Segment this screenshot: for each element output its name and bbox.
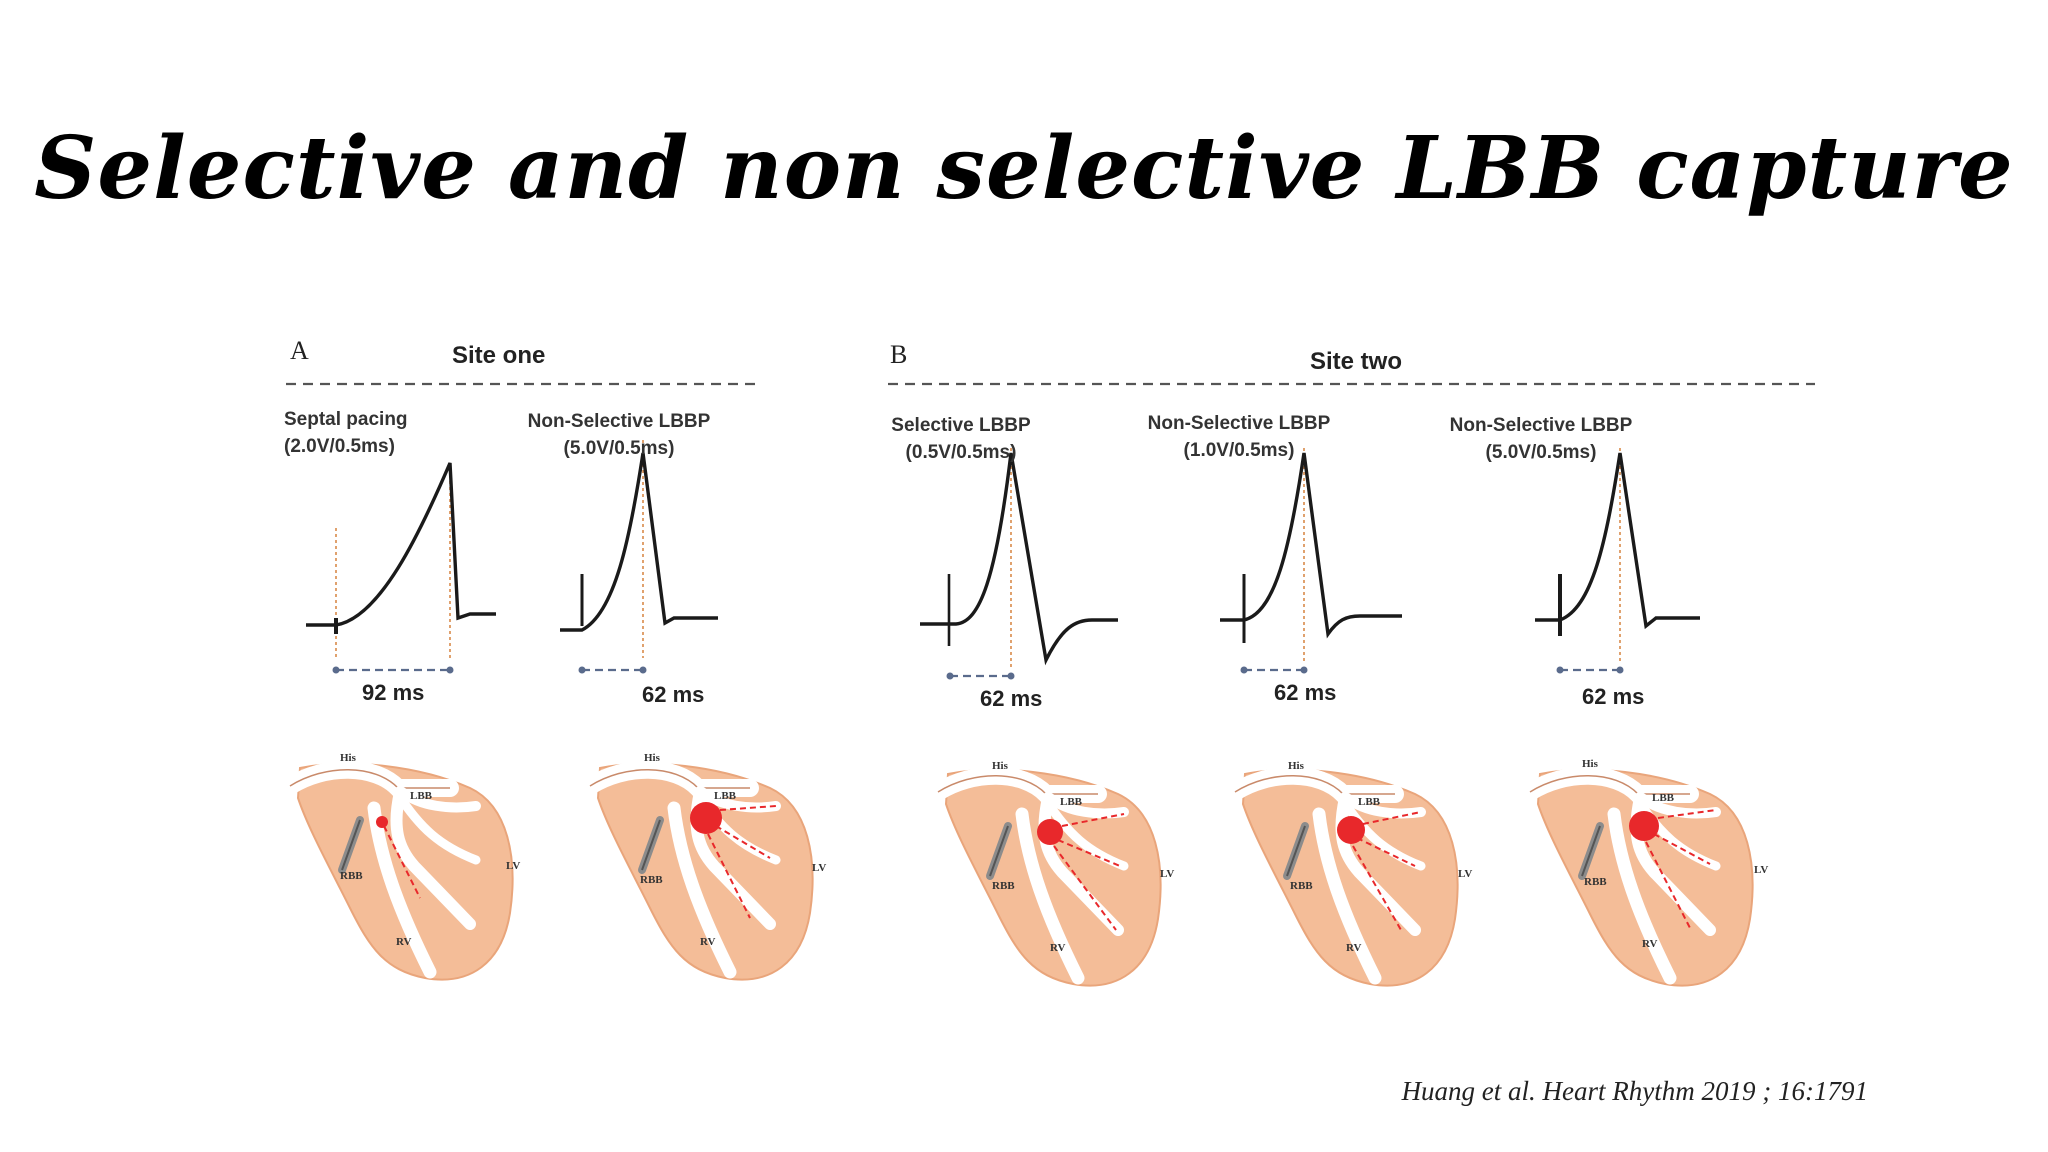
heart-1-rbb: RBB [340,870,363,882]
lbb-capture-figure: A Site one B Site two Septal pacing (2.0… [270,318,1830,1018]
site-one-title: Site one [452,342,546,369]
heart-diagram-septal [290,764,513,980]
heart-4-lbb: LBB [1358,796,1381,808]
heart-2-lbb: LBB [714,790,737,802]
heart-4-his: His [1288,760,1304,772]
ecg-trace-nonselective-5v-site-one [560,440,718,674]
trace-1-interval: 92 ms [362,680,425,705]
heart-2-rv: RV [700,936,716,948]
heart-3-rv: RV [1050,942,1066,954]
ecg-trace-selective-0-5v [920,448,1118,680]
heart-diagram-selective-0-5v [938,770,1161,986]
heart-diagram-nonselective-5v-site-two [1530,770,1753,986]
heart-diagram-nonselective-5v-site-one [590,764,813,980]
heart-1-lbb: LBB [410,790,433,802]
trace-4-interval: 62 ms [1274,680,1337,705]
trace-2-interval: 62 ms [642,682,705,707]
figure-drawing [270,382,1815,1018]
citation: Huang et al. Heart Rhythm 2019 ; 16:1791 [1401,1076,1868,1106]
trace-1-label: Septal pacing (2.0V/0.5ms) [284,409,408,457]
heart-diagram-nonselective-1v [1235,770,1458,986]
trace-5-interval: 62 ms [1582,684,1645,709]
heart-2-his: His [644,752,660,764]
heart-4-rbb: RBB [1290,880,1313,892]
trace-3-interval: 62 ms [980,686,1043,711]
trace-3-label: Selective LBBP (0.5V/0.5ms) [891,415,1031,463]
ecg-trace-septal [306,462,496,674]
trace-2-label: Non-Selective LBBP (5.0V/0.5ms) [527,411,711,459]
heart-5-lv: LV [1754,864,1769,876]
ecg-trace-nonselective-5v-site-two [1535,448,1700,674]
heart-5-lbb: LBB [1652,792,1675,804]
heart-3-lbb: LBB [1060,796,1083,808]
heart-3-lv: LV [1160,868,1175,880]
heart-4-rv: RV [1346,942,1362,954]
slide-title: Selective and non selective LBB capture [34,118,2014,219]
trace-4-label: Non-Selective LBBP (1.0V/0.5ms) [1147,413,1331,461]
panel-a-letter: A [290,336,309,365]
heart-1-rv: RV [396,936,412,948]
heart-3-rbb: RBB [992,880,1015,892]
heart-2-lv: LV [812,862,827,874]
heart-1-lv: LV [506,860,521,872]
site-two-title: Site two [1310,348,1403,375]
heart-2-rbb: RBB [640,874,663,886]
heart-4-lv: LV [1458,868,1473,880]
heart-1-his: His [340,752,356,764]
heart-5-his: His [1582,758,1598,770]
trace-5-label: Non-Selective LBBP (5.0V/0.5ms) [1449,415,1633,463]
panel-b-letter: B [890,340,908,369]
heart-5-rv: RV [1642,938,1658,950]
heart-5-rbb: RBB [1584,876,1607,888]
heart-3-his: His [992,760,1008,772]
ecg-trace-nonselective-1v [1220,448,1402,674]
